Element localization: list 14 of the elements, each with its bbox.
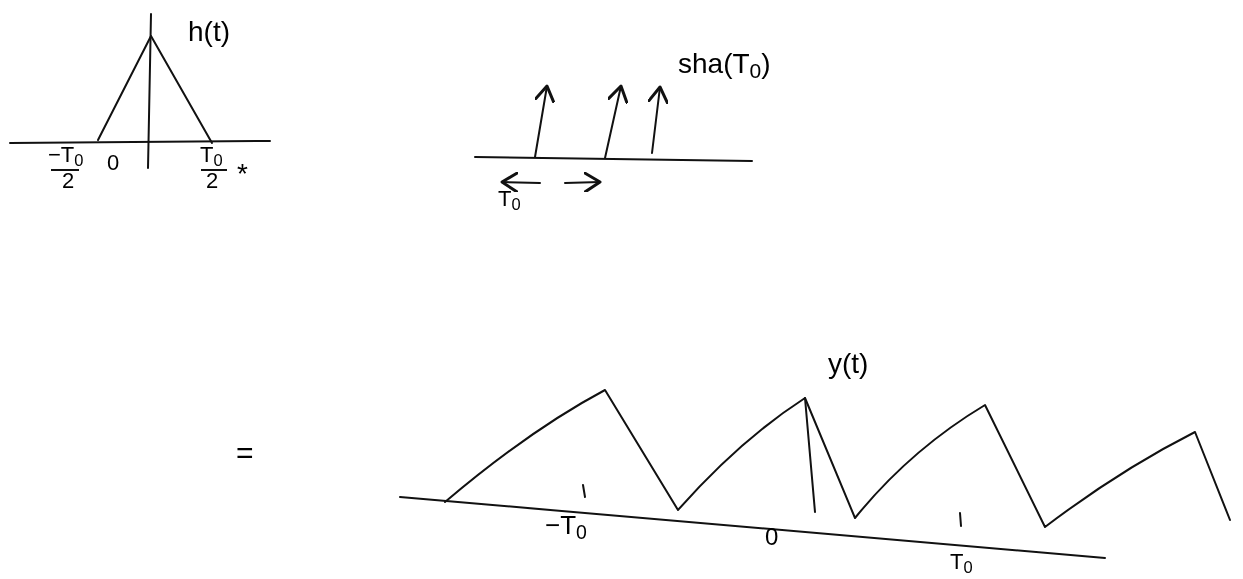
tick-label: 0: [765, 525, 779, 549]
equals-sign: =: [236, 438, 254, 468]
tick-label: 2: [62, 170, 75, 192]
tick-label: T$_{0}$: [950, 551, 973, 573]
function-label: h(t): [188, 18, 230, 46]
tick-label: 0: [107, 152, 120, 174]
tick-label: 2: [206, 170, 219, 192]
function-label: y(t): [828, 350, 869, 378]
tick-label: T$_{0}$: [200, 144, 223, 166]
function-label: sha(T$_{0}$): [678, 50, 771, 78]
convolution-operator: *: [237, 160, 248, 188]
spacing-label: T$_{0}$: [498, 188, 521, 210]
tick-label: −T$_{0}$: [545, 512, 587, 538]
tick-label: −T$_{0}$: [48, 144, 84, 166]
